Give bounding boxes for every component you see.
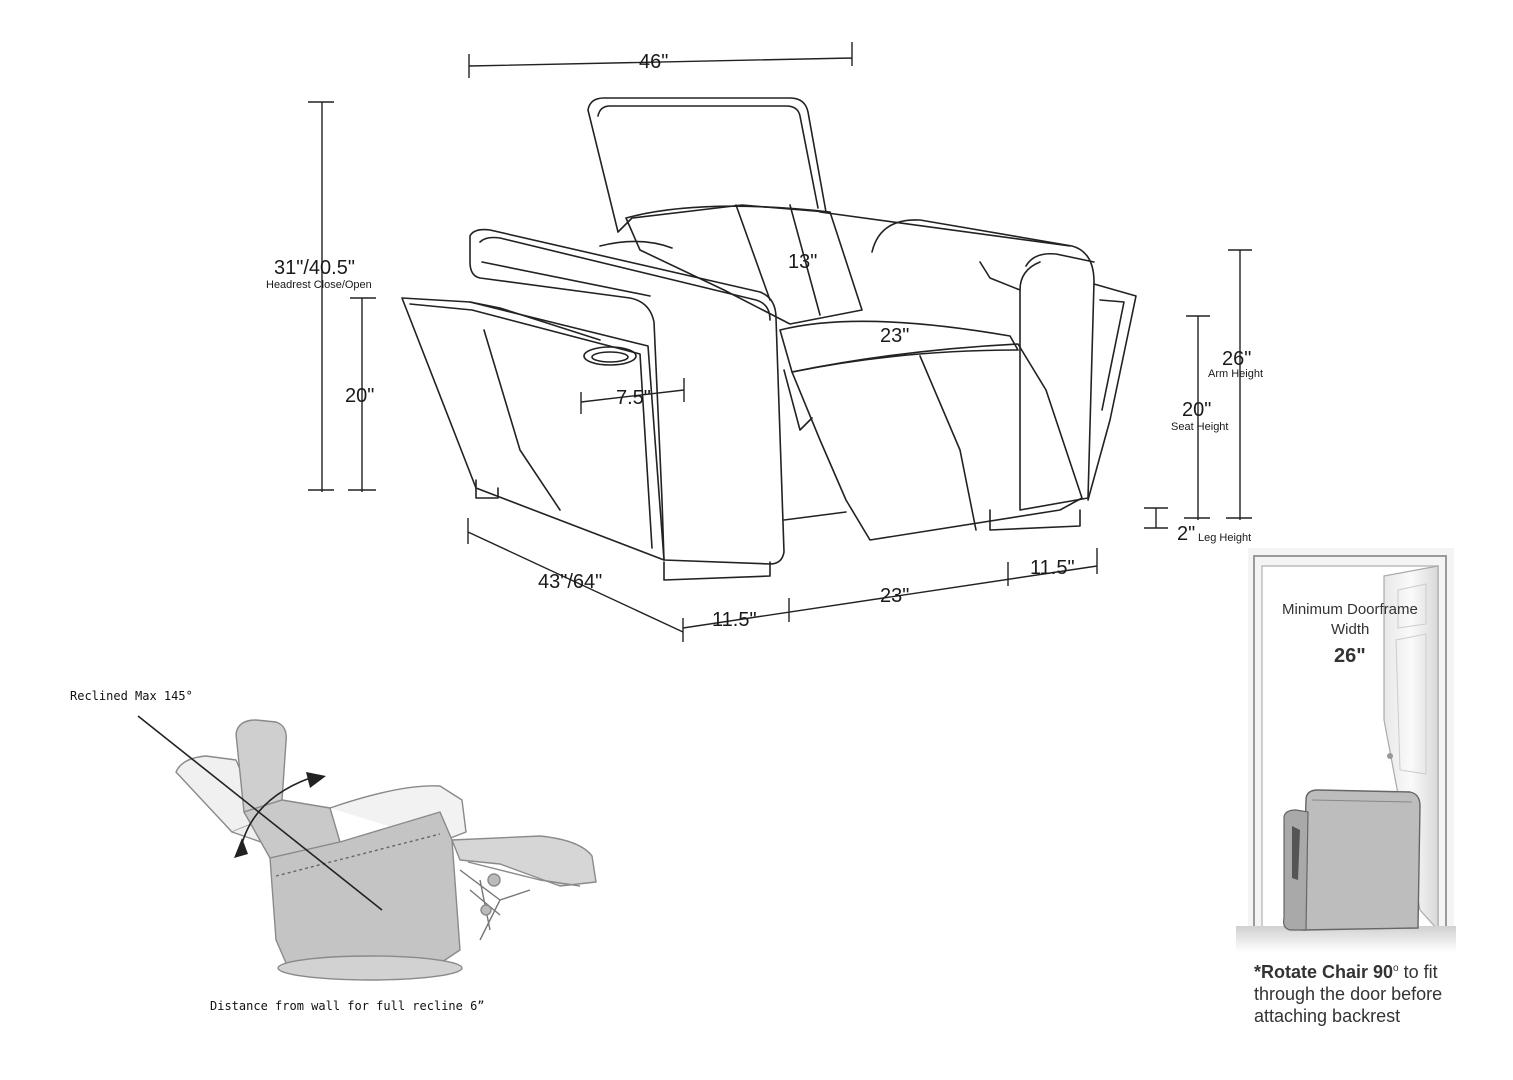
width-label: 46" [639, 51, 668, 73]
leg-height-caption: Leg Height [1198, 532, 1251, 544]
arm-height-caption: Arm Height [1208, 368, 1263, 380]
doorframe-title-line2: Width [1331, 621, 1369, 638]
right-arm-outline [871, 219, 1095, 511]
leg-right-front [989, 509, 1081, 531]
headrest-outline [587, 97, 827, 233]
headrest-width-label: 13" [788, 251, 817, 273]
footrest-outline [791, 343, 1083, 541]
recline-title: Reclined Max 145° [70, 689, 193, 703]
depth-label: 43"/64" [538, 571, 602, 593]
rotated-chair [1301, 789, 1421, 931]
arm-height-label: 26" [1222, 348, 1251, 370]
cup-holder [583, 346, 637, 366]
front-seat-label: 23" [880, 585, 909, 607]
note-bold: *Rotate Chair 90 [1254, 962, 1394, 982]
headrest-piping [597, 105, 819, 209]
note-degree: o [1393, 963, 1399, 974]
seat-depth-label: 23" [880, 325, 909, 347]
rotate-chair-note: *Rotate Chair 90o to fit through the doo… [1254, 958, 1494, 1027]
backrest-outline [625, 205, 863, 325]
recline-angle-line [137, 715, 383, 911]
leg-left-back [475, 479, 499, 499]
chair-drawing [401, 97, 1137, 581]
arrow-up-icon [306, 772, 326, 788]
front-right-arm-label: 11.5" [1030, 557, 1075, 579]
leg-left-front [663, 561, 771, 581]
recline-illustration [175, 719, 597, 981]
doorframe-illustration [1236, 548, 1456, 952]
front-left-arm-label: 11.5" [712, 609, 757, 631]
note-line2: through the door before [1254, 984, 1443, 1004]
leg-height-label: 2" [1177, 523, 1195, 545]
arrow-down-icon [234, 838, 248, 858]
total-height-caption: Headrest Close/Open [266, 279, 372, 291]
dimension-lines [308, 42, 1252, 642]
recline-caption: Distance from wall for full recline 6” [210, 999, 485, 1013]
left-console-panel [401, 297, 665, 561]
seat-height-caption: Seat Height [1171, 421, 1228, 433]
seat-height-label: 20" [1182, 399, 1211, 421]
note-line3: attaching backrest [1254, 1006, 1401, 1026]
note-line1-rest: to fit [1398, 962, 1438, 982]
cupholder-width-label: 7.5" [616, 387, 651, 409]
doorframe-width-value: 26" [1334, 645, 1366, 667]
left-arm-outline [469, 228, 785, 565]
doorframe-title-line1: Minimum Doorframe [1282, 601, 1418, 618]
side-height-label: 20" [345, 385, 374, 407]
total-height-label: 31"/40.5" [274, 257, 355, 279]
